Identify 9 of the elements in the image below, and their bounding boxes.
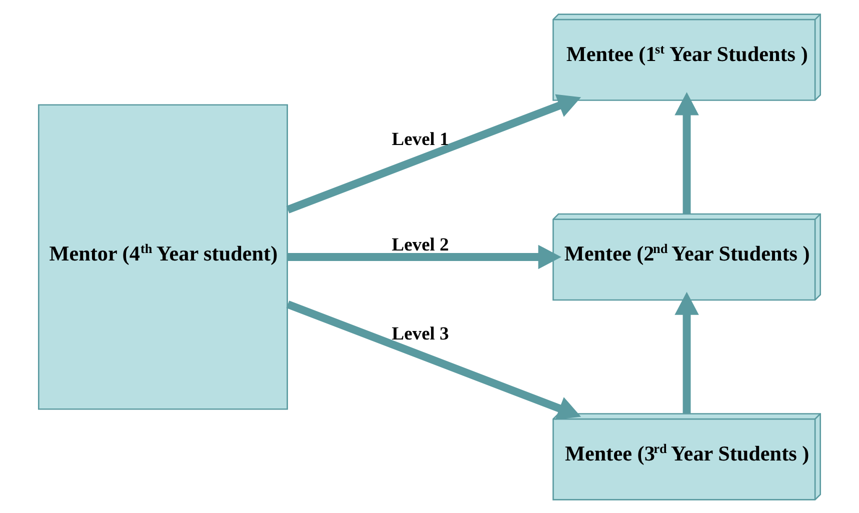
arrow	[286, 300, 582, 420]
arrow	[286, 94, 582, 213]
node-box: Mentor (4$^{th}$ Year student)	[38, 104, 288, 410]
edge-label: Level 3	[392, 324, 449, 344]
arrow	[674, 291, 699, 413]
edge-label: Level 1	[392, 129, 449, 150]
edge-label: Level 2	[392, 235, 449, 256]
arrow	[674, 92, 699, 214]
arrow	[288, 244, 562, 269]
